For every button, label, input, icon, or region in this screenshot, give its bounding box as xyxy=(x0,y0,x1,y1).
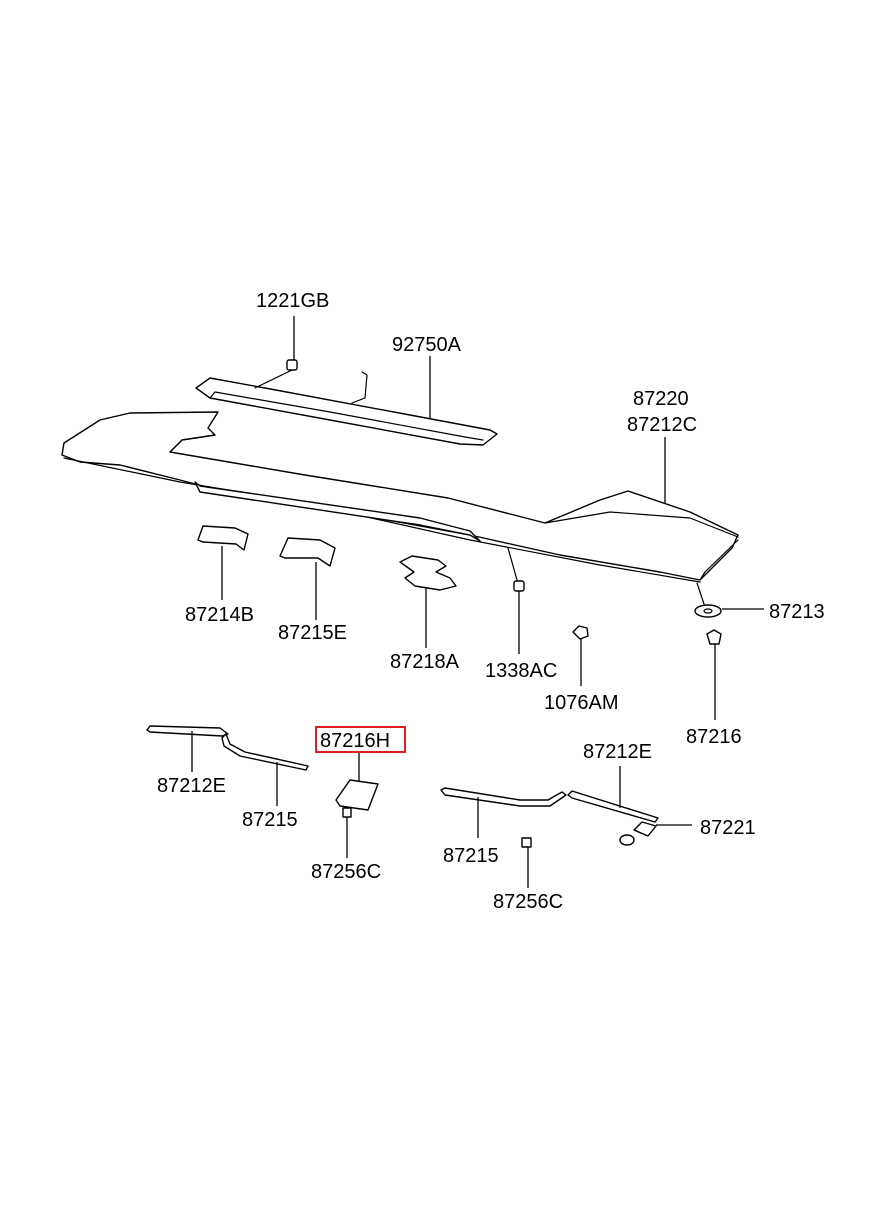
label-87256c-left[interactable]: 87256C xyxy=(311,861,381,883)
label-87212e-right[interactable]: 87212E xyxy=(583,741,652,763)
pad-87214b xyxy=(197,525,249,551)
label-87212e-left[interactable]: 87212E xyxy=(157,775,226,797)
label-1221gb[interactable]: 1221GB xyxy=(256,290,329,312)
cover-87216h xyxy=(335,779,379,811)
label-87216h[interactable]: 87216H xyxy=(320,730,390,752)
clip-87221 xyxy=(633,821,657,837)
label-87213[interactable]: 87213 xyxy=(769,601,825,623)
strip-87215-right xyxy=(440,787,567,807)
label-87214b[interactable]: 87214B xyxy=(185,604,254,626)
leader-lines xyxy=(191,316,764,888)
clip-1076am xyxy=(572,625,589,640)
clip-87256c-left xyxy=(342,807,352,818)
label-87215-right[interactable]: 87215 xyxy=(443,845,499,867)
label-87220[interactable]: 87220 xyxy=(633,388,689,410)
spoiler-assembly xyxy=(61,411,739,583)
grommet-87221 xyxy=(619,834,635,846)
strip-87212e-right xyxy=(567,790,659,823)
label-87221[interactable]: 87221 xyxy=(700,817,756,839)
label-1076am[interactable]: 1076AM xyxy=(544,692,619,714)
label-87215-left[interactable]: 87215 xyxy=(242,809,298,831)
screw-1221gb xyxy=(254,359,298,389)
label-92750a[interactable]: 92750A xyxy=(392,334,462,356)
label-87218a[interactable]: 87218A xyxy=(390,651,460,673)
label-87256c-right[interactable]: 87256C xyxy=(493,891,563,913)
clip-87256c-right xyxy=(521,837,532,848)
label-87216[interactable]: 87216 xyxy=(686,726,742,748)
strip-87215-left xyxy=(221,733,309,771)
washer-87213 xyxy=(694,604,722,618)
bracket-87218a xyxy=(399,555,457,591)
clip-87216 xyxy=(706,629,722,645)
strip-87212e-left xyxy=(146,725,229,737)
part-labels: 1221GB 92750A 87220 87212C 87214B 87215E… xyxy=(157,290,825,913)
highlight-box xyxy=(315,726,406,753)
pad-87215e xyxy=(279,537,336,567)
label-87212c[interactable]: 87212C xyxy=(627,414,697,436)
label-1338ac[interactable]: 1338AC xyxy=(485,660,557,682)
nut-1338ac xyxy=(513,580,525,592)
label-87215e[interactable]: 87215E xyxy=(278,622,347,644)
stop-lamp-part xyxy=(195,371,498,446)
